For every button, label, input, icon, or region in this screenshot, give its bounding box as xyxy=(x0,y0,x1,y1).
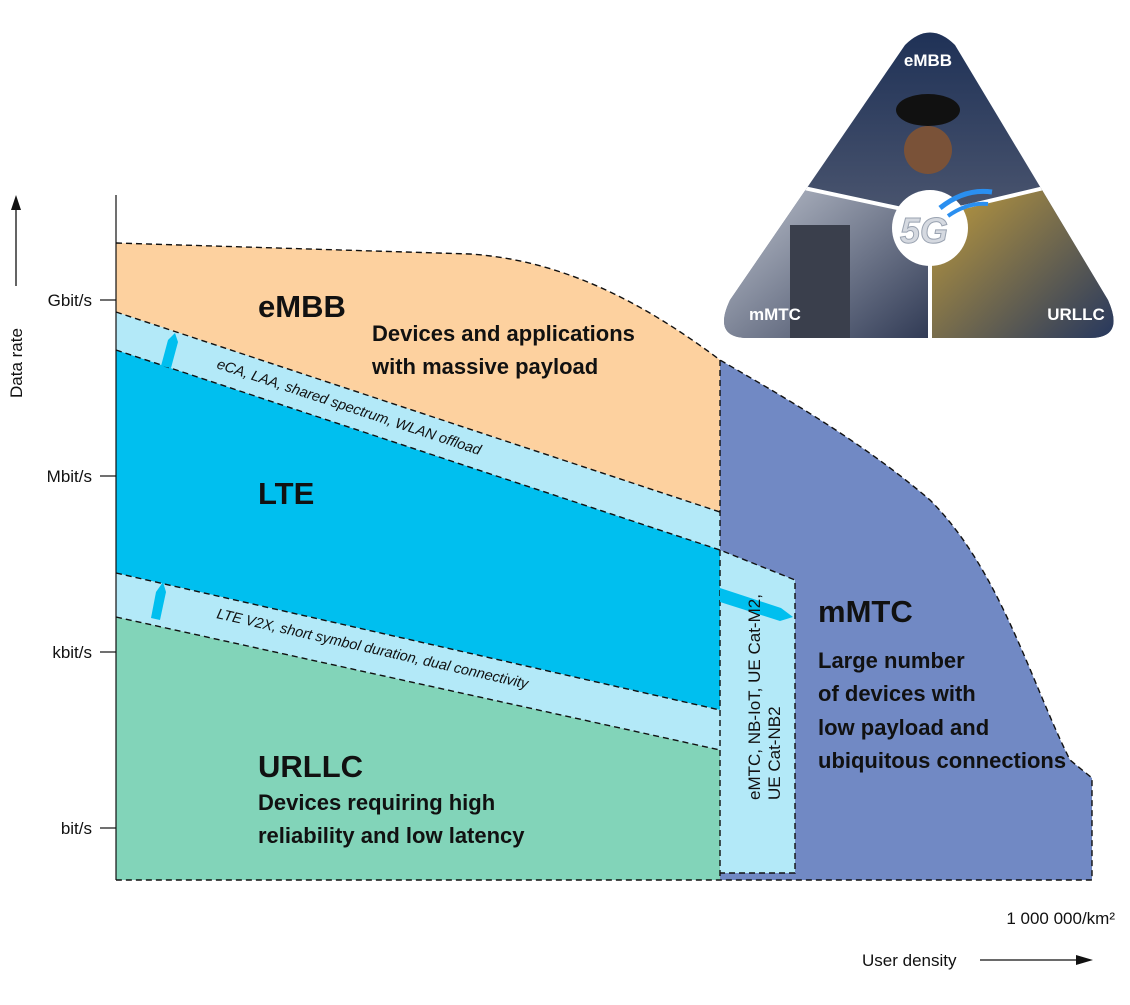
strip-label-2: UE Cat-NB2 xyxy=(765,706,784,800)
tick-bit: bit/s xyxy=(61,819,92,838)
urllc-desc-1: Devices requiring high xyxy=(258,790,495,815)
inset-label-mmtc: mMTC xyxy=(749,305,801,324)
tick-kbit: kbit/s xyxy=(52,643,92,662)
embb-title: eMBB xyxy=(258,289,346,324)
x-axis-label: User density xyxy=(862,951,957,970)
urllc-desc-2: reliability and low latency xyxy=(258,823,525,848)
mmtc-desc-4: ubiquitous connections xyxy=(818,748,1066,773)
y-ticks xyxy=(100,299,116,829)
mmtc-title: mMTC xyxy=(818,594,913,629)
tick-gbit: Gbit/s xyxy=(48,291,92,310)
upgrade-arrow-icon xyxy=(161,333,178,368)
mmtc-desc-3: low payload and xyxy=(818,715,989,740)
y-arrow-head-icon xyxy=(11,195,21,210)
urllc-region xyxy=(116,617,720,880)
y-axis-label: Data rate xyxy=(7,328,26,398)
5g-logo: 5G xyxy=(900,210,948,251)
upper-band xyxy=(116,312,720,550)
lte-region xyxy=(116,350,720,710)
lower-band xyxy=(116,573,720,750)
embb-desc-2: with massive payload xyxy=(371,354,598,379)
mmtc-desc-2: of devices with xyxy=(818,681,976,706)
upgrade-arrow-icon xyxy=(151,582,166,620)
tick-mbit: Mbit/s xyxy=(47,467,92,486)
urllc-title: URLLC xyxy=(258,749,363,784)
inset-label-urllc: URLLC xyxy=(1047,305,1105,324)
mmtc-desc-1: Large number xyxy=(818,648,965,673)
embb-region xyxy=(116,243,720,512)
x-max-label: 1 000 000/km² xyxy=(1006,909,1115,928)
embb-desc-1: Devices and applications xyxy=(372,321,635,346)
lte-title: LTE xyxy=(258,476,314,511)
iot-strip xyxy=(720,550,795,873)
5g-triangle-inset: 5G eMBB mMTC URLLC xyxy=(724,32,1114,338)
inset-label-embb: eMBB xyxy=(904,51,952,70)
x-arrow-head-icon xyxy=(1076,955,1093,965)
strip-arrow-icon xyxy=(720,588,793,621)
strip-label-1: eMTC, NB-IoT, UE Cat-M2, xyxy=(745,594,764,800)
mmtc-region xyxy=(720,360,1092,880)
